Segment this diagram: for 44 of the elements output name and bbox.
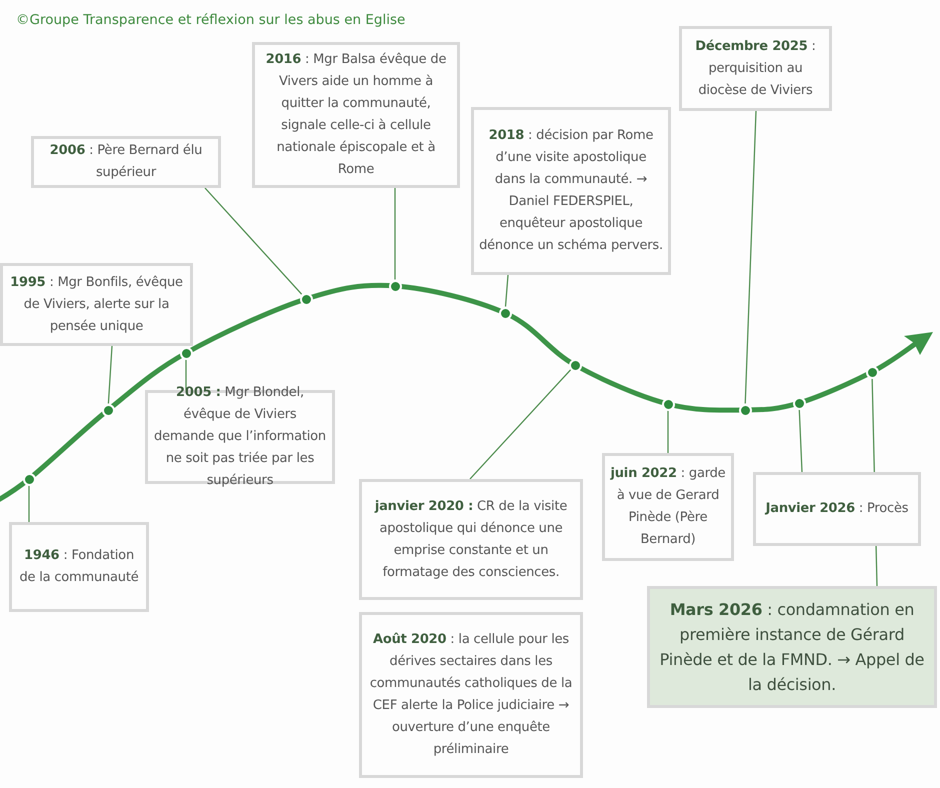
- timeline-dot: [180, 346, 192, 360]
- leader-line: [204, 188, 302, 295]
- timeline-dot: [568, 358, 582, 372]
- timeline-dot: [102, 404, 114, 416]
- event-text: Août 2020 : la cellule pour les dérives sectaires dans les communautés catholiques de la CEF alerte la Police judiciaire → ouverture d’une enquête préliminaire: [368, 631, 574, 759]
- source-credit: ©Groupe Transparence et réflexion sur les abus en Eglise: [16, 12, 406, 28]
- event-text: juin 2022 : garde à vue de Gerard Pinède (Père Bernard): [610, 465, 726, 549]
- event-text: 2018 : décision par Rome d’une visite apostolique dans la communauté. → Daniel FEDERSPIEL, enquêteur apostolique dénonce un schéma pervers.: [479, 127, 663, 255]
- leader-line: [798, 409, 803, 472]
- timeline-dot: [662, 398, 674, 410]
- timeline-dot: [300, 292, 312, 306]
- event-box: [0, 263, 193, 346]
- event-box: [471, 107, 671, 275]
- timeline-dot: [498, 306, 512, 320]
- event-box: [679, 26, 832, 111]
- leader-line: [744, 110, 757, 404]
- timeline-dot: [866, 366, 878, 378]
- leader-line: [108, 346, 113, 404]
- event-box: [359, 612, 583, 778]
- event-text: 2016 : Mgr Balsa évêque de Vivers aide un homme à quitter la communauté, signale celle-ci à cellule nationale épiscopale et à Rome: [264, 51, 448, 179]
- leader-line: [394, 188, 396, 280]
- timeline-dot: [22, 472, 36, 486]
- leader-line: [28, 486, 30, 522]
- leader-line: [667, 410, 669, 453]
- event-box: [753, 472, 921, 546]
- timeline-dot: [792, 396, 806, 410]
- event-text: Décembre 2025 : perquisition au diocèse de Viviers: [694, 38, 817, 100]
- event-text: Mars 2026 : condamnation en première instance de Gérard Pinède et de la FMND. → Appel de la décision.: [658, 599, 926, 696]
- leader-line: [470, 369, 572, 480]
- event-box: [647, 586, 937, 708]
- event-box: [31, 136, 221, 188]
- event-text: 2006 : Père Bernard élu supérieur: [48, 142, 204, 182]
- event-text: Janvier 2026 : Procès: [766, 500, 908, 518]
- timeline-dot: [388, 280, 402, 292]
- event-box: [9, 522, 149, 612]
- event-text: 2005 : Mgr Blondel, évêque de Viviers demande que l’information ne soit pas triée par les supérieurs: [153, 384, 327, 490]
- event-box: [359, 479, 583, 600]
- leader-line: [504, 274, 509, 307]
- event-text: 1995 : Mgr Bonfils, évêque de Viviers, alerte sur la pensée unique: [9, 274, 184, 336]
- event-text: janvier 2020 : CR de la visite apostolique qui dénonce une emprise constante et un formatage des consciences.: [374, 498, 568, 582]
- leader-line: [185, 360, 187, 390]
- event-text: 1946 : Fondation de la communauté: [18, 547, 140, 587]
- event-box: [602, 453, 734, 561]
- event-box: [252, 42, 460, 188]
